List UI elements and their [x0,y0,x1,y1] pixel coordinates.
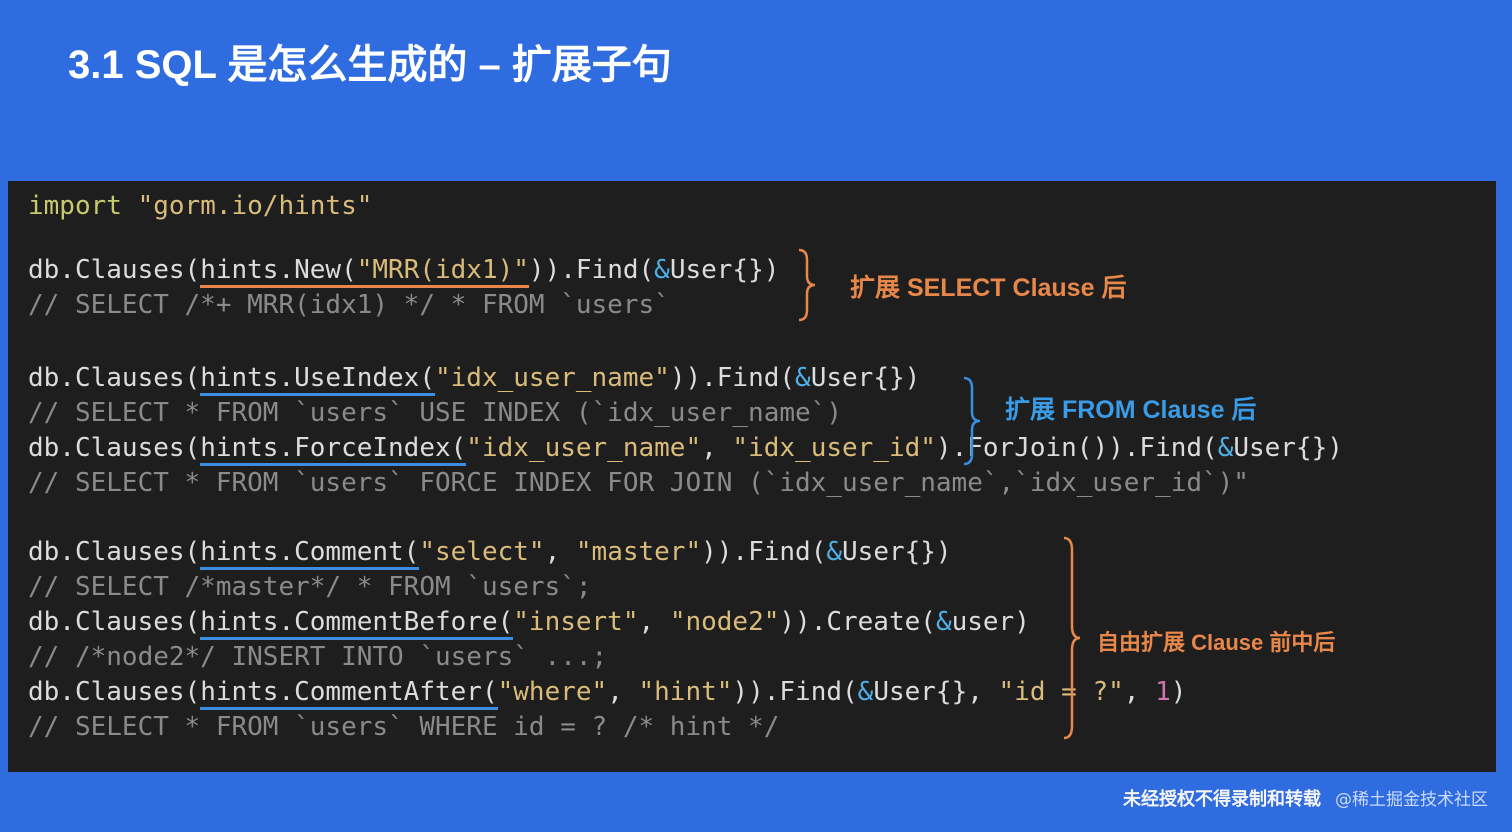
code-token: "node2" [669,607,780,637]
code-token: db.Clauses( [28,607,201,637]
code-token: & [654,255,670,285]
code-token: "where" [497,677,608,707]
code-token: db.Clauses( [28,433,201,463]
code-token: , [544,537,576,567]
code-token: // SELECT * FROM `users` FORCE INDEX FOR… [28,468,1249,498]
orange-brace-large-icon [1063,536,1081,740]
code-token: "idx_user_id" [732,433,936,463]
code-token: // SELECT * FROM `users` USE INDEX (`idx… [28,398,842,428]
code-token: db.Clauses( [28,255,201,285]
watermark-text: 未经授权不得录制和转载 [1123,789,1321,810]
code-token: )).Find( [669,363,796,393]
code-token: db.Clauses( [28,363,201,393]
blue-brace-icon [963,376,981,466]
annotation-from-clause: 扩展 FROM Clause 后 [1005,396,1257,424]
code-token: // /*node2*/ INSERT INTO `users` ...; [28,642,608,672]
code-line: // SELECT * FROM `users` WHERE id = ? /*… [28,712,779,742]
code-line: // SELECT /*+ MRR(idx1) */ * FROM `users… [28,290,670,320]
code-token: "master" [575,537,702,567]
code-token: "idx_user_name" [435,363,670,393]
code-line: // /*node2*/ INSERT INTO `users` ...; [28,642,607,672]
code-token: "idx_user_name" [466,433,702,463]
code-token: "hint" [638,677,733,707]
code-token: "gorm.io/hints" [137,191,373,221]
code-token: & [857,677,874,707]
code-token: import [28,191,138,221]
code-line: db.Clauses(hints.CommentBefore("insert",… [28,607,1030,640]
code-line: db.Clauses(hints.UseIndex("idx_user_name… [28,363,921,396]
code-line: // SELECT * FROM `users` USE INDEX (`idx… [28,398,842,428]
code-token: & [826,537,843,567]
code-token: , [701,433,733,463]
code-token: // SELECT * FROM `users` WHERE id = ? /*… [28,712,780,742]
code-line: db.Clauses(hints.Comment("select", "mast… [28,537,952,570]
code-token: // SELECT /*+ MRR(idx1) */ * FROM `users… [28,290,670,320]
code-token: , [1123,677,1156,707]
code-token: )).Find( [732,677,858,707]
code-token: hints.ForceIndex( [200,433,467,466]
code-token: ) [1170,677,1187,707]
code-token: & [1217,433,1234,463]
code-token: 1 [1155,677,1171,707]
code-token: db.Clauses( [28,537,201,567]
code-token: )).Find( [701,537,827,567]
code-token: hints.New( [200,255,357,288]
code-token: // SELECT /*master*/ * FROM `users`; [28,572,592,602]
code-token: hints.CommentAfter( [200,677,498,710]
code-token: , [607,677,639,707]
code-token: User{}, [873,677,999,707]
code-token: db.Clauses( [28,677,201,707]
orange-brace-icon [798,248,816,322]
annotation-free-clause: 自由扩展 Clause 前中后 [1097,630,1336,655]
code-token: ).ForJoin()).Find( [935,433,1218,463]
code-token: hints.Comment( [200,537,420,570]
code-token: User{}) [842,537,952,567]
code-line: db.Clauses(hints.ForceIndex("idx_user_na… [28,433,1343,466]
code-token: )).Create( [779,607,936,637]
code-token: user) [951,607,1030,637]
code-token: "MRR(idx1)" [356,255,529,288]
code-token: "select" [419,537,545,567]
code-token: & [935,607,952,637]
code-token: hints.UseIndex( [200,363,435,396]
code-token: "insert" [513,607,639,637]
code-line: db.Clauses(hints.CommentAfter("where", "… [28,677,1187,710]
code-token: & [795,363,811,393]
code-line: // SELECT * FROM `users` FORCE INDEX FOR… [28,468,1249,498]
code-token: )).Find( [528,255,655,285]
code-token: "id = ?" [998,677,1124,707]
code-token: User{}) [669,255,780,285]
code-block: import "gorm.io/hints"db.Clauses(hints.N… [8,181,1496,772]
watermark-source: @稀土掘金技术社区 [1335,790,1488,810]
code-token: hints.CommentBefore( [200,607,514,640]
code-line: db.Clauses(hints.New("MRR(idx1)")).Find(… [28,255,780,288]
code-token: User{}) [810,363,921,393]
code-token: , [638,607,670,637]
annotation-select-clause: 扩展 SELECT Clause 后 [850,274,1127,302]
code-line: // SELECT /*master*/ * FROM `users`; [28,572,592,602]
watermark: 未经授权不得录制和转载 @稀土掘金技术社区 [1123,785,1488,811]
code-token: User{}) [1233,433,1343,463]
code-line: import "gorm.io/hints" [28,191,372,221]
slide-title: 3.1 SQL 是怎么生成的 – 扩展子句 [68,43,672,87]
